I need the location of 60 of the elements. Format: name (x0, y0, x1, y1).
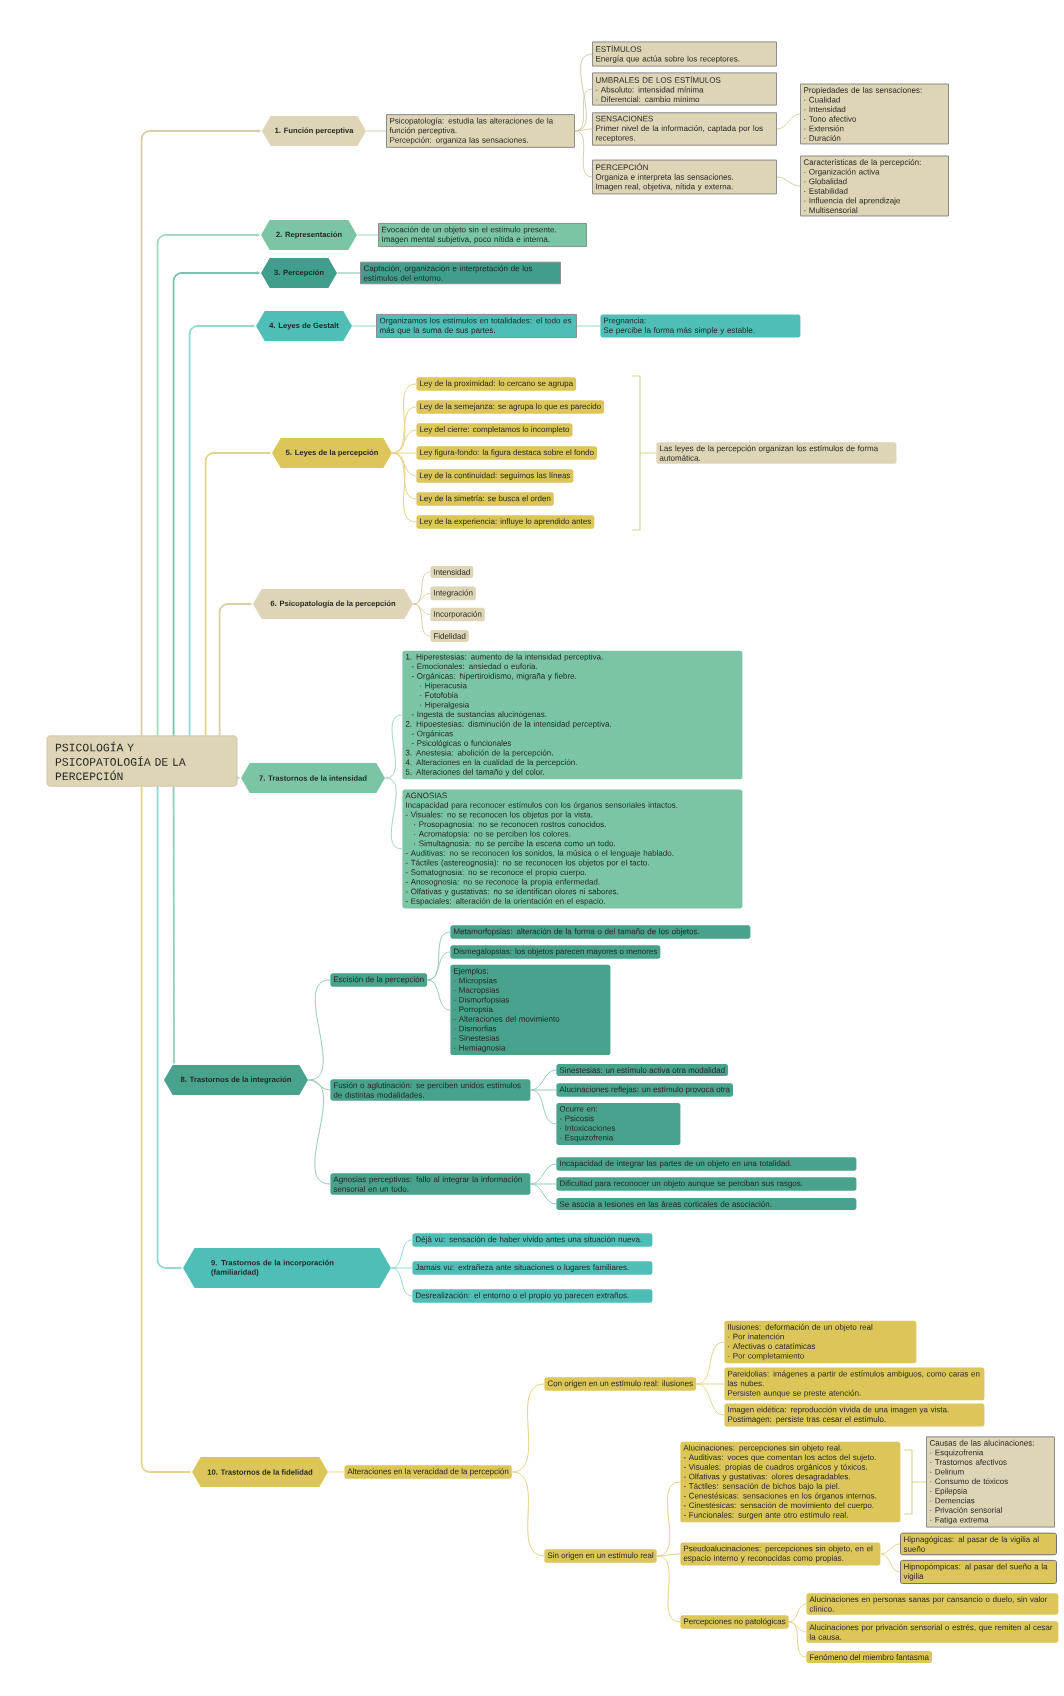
connector-line (307, 1079, 331, 1185)
connector-line (391, 452, 417, 523)
connector-line (656, 1555, 681, 1623)
connector-line (366, 130, 387, 132)
connector-line (574, 130, 593, 178)
connector-line (391, 452, 417, 500)
connector-line (788, 1621, 807, 1658)
connector-line (391, 452, 417, 454)
connector-line (307, 979, 331, 1081)
connector-line (776, 113, 801, 130)
connector-line (696, 1383, 725, 1385)
branch-arrow (156, 785, 182, 1270)
connector-line (880, 1553, 901, 1573)
connector-line (776, 176, 801, 187)
connector-line (427, 951, 451, 981)
branch-arrow (188, 324, 255, 737)
connector-line (530, 1183, 557, 1185)
connector-line (390, 1267, 413, 1297)
connector-line (384, 714, 403, 779)
connector-line (574, 128, 593, 132)
connector-line (656, 1481, 681, 1557)
connector-line (391, 429, 417, 454)
branch-arrow (172, 271, 260, 737)
branch-arrow (156, 233, 260, 737)
connector-line (412, 603, 431, 616)
connector-line (530, 1183, 557, 1205)
connector-line (390, 1239, 413, 1269)
connector-line (530, 1163, 557, 1185)
connector-line (336, 272, 361, 274)
connector-line (530, 1089, 557, 1091)
connector-line (307, 1079, 331, 1091)
branch-arrow (172, 785, 176, 1064)
connector-line (427, 931, 451, 981)
connector-line (412, 592, 431, 605)
branch-arrow (236, 776, 240, 780)
connector-line (351, 325, 377, 327)
connector-line (574, 53, 593, 132)
branch-arrow (140, 785, 191, 1474)
connector-line (696, 1341, 725, 1385)
connector-line (696, 1383, 725, 1416)
connector-line (574, 88, 593, 132)
connector-line (356, 234, 379, 236)
connector-line (412, 571, 431, 605)
connector-line (390, 1267, 413, 1269)
connector-line (384, 777, 403, 850)
connector-line (576, 325, 601, 327)
connector-line (427, 979, 451, 1011)
connector-line (412, 603, 431, 637)
connector-line (511, 1383, 545, 1473)
connector-line (530, 1089, 557, 1125)
connector-line (327, 1471, 345, 1473)
branch-arrow (140, 129, 261, 737)
connector-line (880, 1543, 901, 1555)
connector-line (788, 1603, 807, 1623)
connector-line (656, 1553, 681, 1557)
connector-line (788, 1621, 807, 1633)
connector-line (511, 1471, 545, 1557)
connector-line (530, 1069, 557, 1091)
branch-arrow (204, 451, 271, 737)
branch-arrow (218, 602, 252, 737)
